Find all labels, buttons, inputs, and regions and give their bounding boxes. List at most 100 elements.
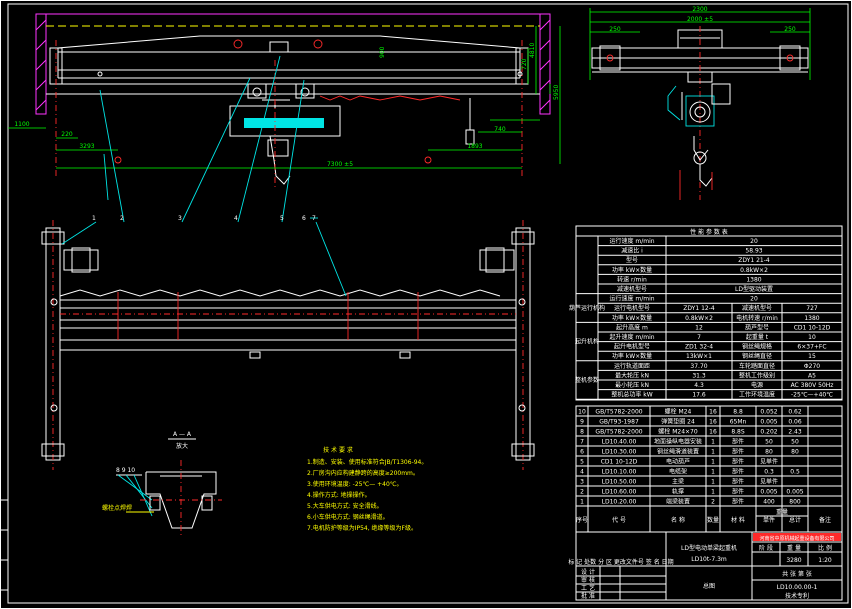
spec-param: 起升电机型号 <box>614 343 650 351</box>
bom-cell: 400 <box>763 499 775 506</box>
section-a-a: A — A 放大 8 9 10 螺栓点焊焊 <box>102 431 222 536</box>
bom-header: 材 料 <box>731 516 745 524</box>
role-approve: 批 准 <box>581 592 595 600</box>
bom-cell: 螺栓 M24 <box>665 408 692 416</box>
spec-value: 20 <box>750 296 758 303</box>
spec-value2: CD1 10-12D <box>794 324 831 331</box>
bom-cell: 16 <box>709 429 717 436</box>
bom-cell: 0.005 <box>760 419 777 426</box>
bom-cell: 0.202 <box>760 429 777 436</box>
dimension-2000: 2000 ±5 <box>687 16 713 23</box>
spec-value: 17.6 <box>692 392 706 399</box>
bom-header: 代 号 <box>612 516 626 524</box>
tech-item-6: 6.小车供电方式: 钢丝绳滑道。 <box>307 513 389 521</box>
bom-cell: 2 <box>580 489 584 496</box>
bom-cell: 部件 <box>732 478 744 486</box>
dimension-3293: 3293 <box>79 143 94 150</box>
spec-param2: 电源 <box>751 381 763 389</box>
callout-5: 5 <box>280 215 284 222</box>
spec-param: 起升速度 m/min <box>609 333 654 341</box>
spec-param: 最大轮压 kN <box>615 371 649 379</box>
bom-cell: LD10.10.00 <box>602 469 637 476</box>
callout-7: 7 <box>312 215 316 222</box>
bom-cell: 6 <box>580 449 584 456</box>
spec-value2: 6×37+FC <box>797 344 826 351</box>
span-dimension: 7300 ±5 <box>327 161 353 168</box>
spec-param: 最小轮压 kN <box>615 381 649 389</box>
spec-value2: A5 <box>808 372 816 379</box>
spec-group: 葫芦运行机构 <box>569 304 605 312</box>
bom-header: 单件 <box>763 516 775 524</box>
spec-param2: 电机转速 r/min <box>736 314 778 322</box>
spec-value: 31.3 <box>692 372 706 379</box>
spec-value: ZD1 32-4 <box>685 344 713 351</box>
spec-value: LD型驱动装置 <box>735 285 773 293</box>
bom-cell: 16 <box>709 419 717 426</box>
bom-header: 数量 <box>707 516 719 524</box>
bom-cell: 8.8 <box>733 409 743 416</box>
callouts: 1 2 3 4 5 6 7 <box>61 55 347 297</box>
bom-cell: 部件 <box>732 438 744 446</box>
callout-4: 4 <box>234 215 238 222</box>
bom-cell: 见单件 <box>760 458 778 466</box>
bom-cell: 16 <box>709 409 717 416</box>
hoist-side <box>685 95 715 127</box>
tech-item-7: 7.电机防护等级为IP54, 绝缘等级为F级。 <box>307 524 417 532</box>
bom-cell: 10 <box>578 409 586 416</box>
dimension-1893: 1893 <box>467 143 482 150</box>
bom-cell: 7 <box>580 439 584 446</box>
spec-value: 0.8kW×2 <box>685 315 713 322</box>
section-labels: 8 9 10 <box>116 467 135 474</box>
spec-param: 运行速度 m/min <box>609 237 654 245</box>
spec-value: ZDY1 12-4 <box>683 305 715 312</box>
bom-cell: 端梁装置 <box>666 498 690 506</box>
spec-group: 整机参数 <box>575 376 599 384</box>
bom-header-weight: 重量 <box>776 508 788 516</box>
dimension-1100: 1100 <box>14 121 29 128</box>
bom-cell: 0.052 <box>760 409 777 416</box>
bom-cell: 2.43 <box>788 429 802 436</box>
weld-note: 螺栓点焊焊 <box>102 504 132 512</box>
spec-param: 运行电机型号 <box>614 304 650 312</box>
bom-cell: 0.62 <box>788 409 802 416</box>
bom-cell: 0.005 <box>760 489 777 496</box>
dimension-220: 220 <box>61 131 73 138</box>
spec-value: 0.8kW×2 <box>740 267 768 274</box>
spec-value: 1380 <box>746 276 761 283</box>
callout-2: 2 <box>120 215 124 222</box>
scale-label: 比 例 <box>818 544 832 552</box>
company-name: 河南省中原机械起重设备有限公司 <box>759 535 834 542</box>
spec-param2: 减速机型号 <box>742 304 772 312</box>
spec-value: 20 <box>750 238 758 245</box>
bom-cell: 4 <box>580 469 584 476</box>
tech-title: 技 术 要 求 <box>323 446 353 454</box>
bom-cell: CD1 10-12D <box>601 459 638 466</box>
bom-cell: LD10.60.00 <box>602 489 637 496</box>
bom-cell: LD10.20.00 <box>602 499 637 506</box>
bom-cell: 1 <box>711 489 715 496</box>
role-process: 工 艺 <box>581 584 595 592</box>
drawing-model: LD10t-7.3m <box>691 556 727 563</box>
spec-param: 型号 <box>626 256 638 264</box>
spec-value: 12 <box>695 324 703 331</box>
bom-cell: 1 <box>711 439 715 446</box>
spec-param2: 钢丝绳直径 <box>742 352 772 360</box>
bom-cell: 0.06 <box>788 419 802 426</box>
spec-value: 58.93 <box>745 248 762 255</box>
tech-requirements: 技 术 要 求 1.制造、安装、使用标准符合JB/T1306-94。 2.厂房沟… <box>307 446 427 532</box>
spec-param2: 起重量 t <box>746 333 769 341</box>
bom-cell: GB/T5782-2000 <box>595 409 642 416</box>
bom-header: 总计 <box>789 516 801 524</box>
dimension-740: 740 <box>494 126 506 133</box>
weight-label: 重 量 <box>787 544 801 552</box>
bom-cell: 0.005 <box>786 489 803 496</box>
bom-cell: 50 <box>791 439 799 446</box>
dimension-2300: 2300 <box>692 6 707 13</box>
bom-cell: 9 <box>580 419 584 426</box>
title-block: 河南省中原机械起重设备有限公司 LD型电动单梁起重机 LD10t-7.3m 总图… <box>568 531 843 601</box>
drawing-view: 总图 <box>703 582 715 590</box>
stage-label: 阶 段 <box>759 544 773 552</box>
spec-param: 功率 kW×数量 <box>612 352 652 360</box>
callout-6: 6 <box>302 215 306 222</box>
